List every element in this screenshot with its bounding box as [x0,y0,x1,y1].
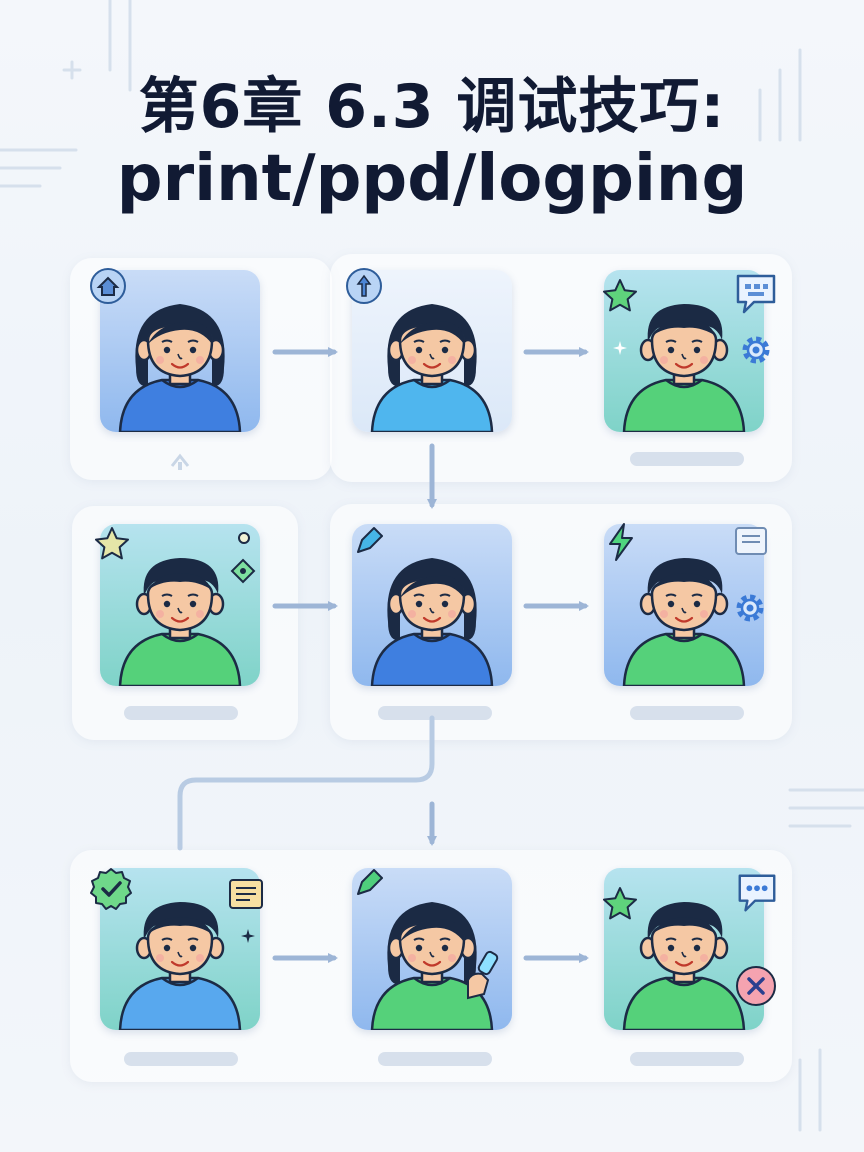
label-placeholder [630,452,744,466]
sparkle-icon [241,929,255,943]
avatar-card [352,524,512,686]
label-placeholder [630,1052,744,1066]
chat-icon [738,874,776,912]
marker-icon [467,950,499,1000]
pen-icon [357,527,383,553]
sparkle-icon [613,341,627,355]
page-title-line-2: print/ppd/logping [116,142,748,216]
label-placeholder [124,706,238,720]
page-title-line-1: 第6章 6.3 调试技巧: [138,72,726,142]
arrow-up-icon [346,268,382,304]
home-icon [90,268,126,304]
note-icon [229,879,263,909]
star-icon [95,527,129,560]
chat-icon [736,274,776,314]
diamond-icon [230,558,256,584]
avatar-card [352,868,512,1030]
label-placeholder [378,706,492,720]
pen-icon [357,869,383,895]
avatar-card [100,270,260,432]
connector-line [177,715,435,851]
star-icon [603,279,637,312]
star-icon [603,887,637,920]
check-badge-icon [90,868,132,910]
document-icon [735,527,767,555]
close-circle-icon [736,966,776,1006]
avatar-card [352,270,512,432]
label-placeholder [630,706,744,720]
circle-icon [238,532,250,544]
gear-icon [742,336,770,364]
label-placeholder [378,1052,492,1066]
lightning-icon [609,523,633,561]
label-placeholder [124,1052,238,1066]
avatar-card [604,868,764,1030]
gear-icon [736,594,764,622]
avatar-card [100,524,260,686]
